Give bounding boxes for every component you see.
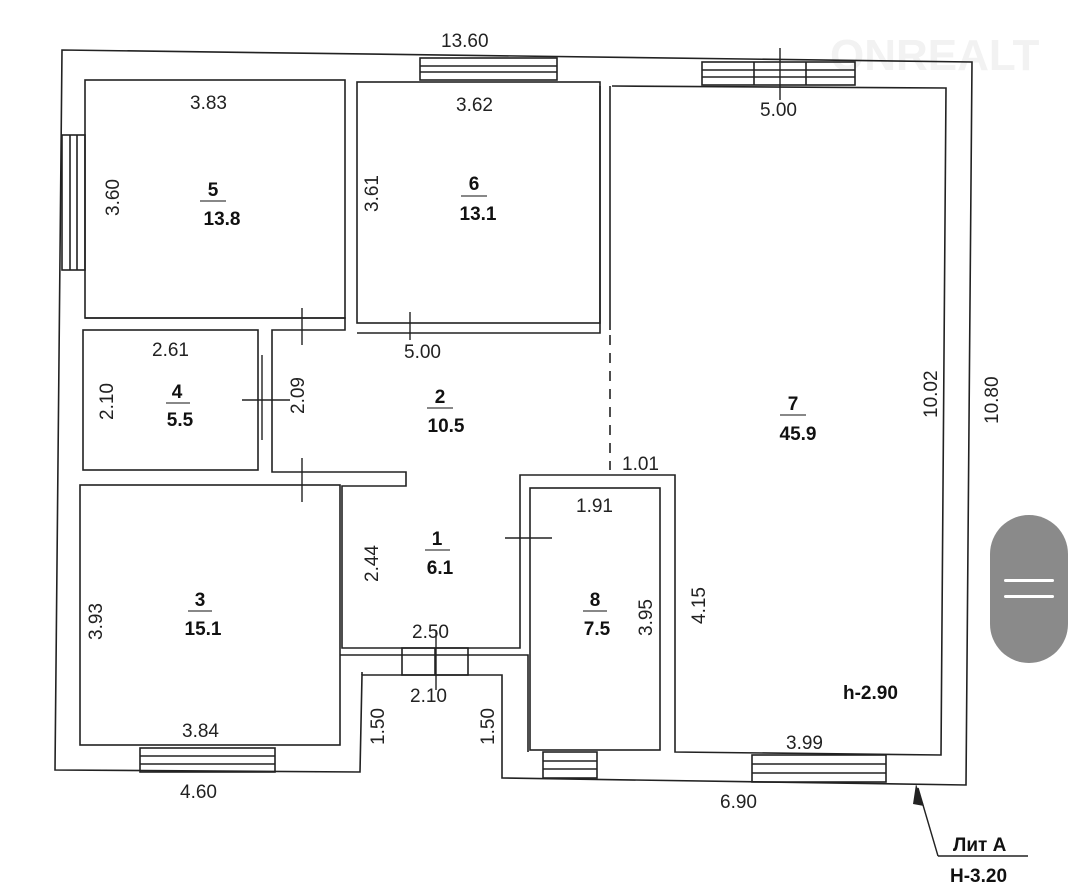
wall-6-bottom [357,86,601,334]
svg-text:3: 3 [195,590,206,611]
svg-text:4: 4 [172,382,183,403]
svg-text:3.93: 3.93 [86,603,107,640]
svg-text:4.60: 4.60 [180,782,217,803]
window-bottom-mid [542,751,598,779]
room-3 [79,484,341,746]
svg-text:1.01: 1.01 [622,454,659,475]
svg-text:3.84: 3.84 [182,721,219,742]
room-label-4: 45.5 [166,382,194,431]
svg-text:3.62: 3.62 [456,95,493,116]
watermark: ONREALT [830,31,1040,80]
svg-text:13.60: 13.60 [441,31,489,52]
room-label-1: 16.1 [425,529,454,579]
legend-letter: Лит А [953,835,1007,856]
room-label-6: 613.1 [460,174,497,225]
svg-text:10.02: 10.02 [921,370,942,418]
svg-text:1.50: 1.50 [368,708,389,745]
svg-text:3.60: 3.60 [103,179,124,216]
svg-text:3.83: 3.83 [190,93,227,114]
handle-line-icon [1004,595,1054,598]
svg-text:15.1: 15.1 [185,619,222,640]
room-label-3: 315.1 [185,590,222,640]
room-label-5: 513.8 [200,180,240,230]
room-label-8: 87.5 [583,590,611,640]
svg-text:1: 1 [432,529,443,550]
svg-text:3.95: 3.95 [636,599,657,636]
svg-text:8: 8 [590,590,601,611]
svg-text:1.91: 1.91 [576,496,613,517]
svg-text:2.44: 2.44 [362,545,383,582]
legend-height: Н-3.20 [950,866,1007,882]
svg-text:5.00: 5.00 [404,342,441,363]
svg-text:3.61: 3.61 [362,175,383,212]
svg-text:2.50: 2.50 [412,622,449,643]
svg-text:45.9: 45.9 [780,424,817,445]
window-top-right [701,61,856,86]
ceiling-height: h-2.90 [843,683,898,704]
door-markers [242,48,781,690]
svg-text:7: 7 [788,394,799,415]
room-7-outline [85,85,947,756]
window-top-left [419,57,558,81]
svg-text:6: 6 [469,174,480,195]
svg-text:2.09: 2.09 [288,377,309,414]
svg-text:10.5: 10.5 [428,416,465,437]
svg-text:2.61: 2.61 [152,340,189,361]
door-entry [401,647,469,676]
svg-text:3.99: 3.99 [786,733,823,754]
window-bottom-right [751,754,887,783]
room-8 [529,487,661,751]
svg-text:2.10: 2.10 [97,383,118,420]
svg-text:2.10: 2.10 [410,686,447,707]
window-left [61,134,86,271]
svg-text:13.8: 13.8 [204,209,241,230]
room-6 [356,81,601,324]
room-label-2: 210.5 [427,387,465,437]
dimension-labels: 13.60 3.83 3.62 5.00 2.61 5.00 1.01 1.91… [86,31,1003,813]
svg-text:7.5: 7.5 [584,619,611,640]
svg-text:10.80: 10.80 [982,376,1003,424]
svg-text:6.1: 6.1 [427,558,454,579]
outer-wall [54,49,973,786]
window-bottom-left [139,747,276,773]
svg-text:5.00: 5.00 [760,100,797,121]
handle-line-icon [1004,579,1054,582]
room-label-7: 745.9 [780,394,817,445]
svg-text:2: 2 [435,387,446,408]
svg-text:13.1: 13.1 [460,204,497,225]
legend-pointer: Лит А Н-3.20 [913,784,1028,882]
svg-text:4.15: 4.15 [689,587,710,624]
svg-text:6.90: 6.90 [720,792,757,813]
drag-handle[interactable] [990,515,1068,663]
svg-text:1.50: 1.50 [478,708,499,745]
svg-text:5: 5 [208,180,219,201]
room-labels: 513.8 613.1 45.5 210.5 745.9 16.1 315.1 … [166,174,816,640]
svg-text:5.5: 5.5 [167,410,194,431]
